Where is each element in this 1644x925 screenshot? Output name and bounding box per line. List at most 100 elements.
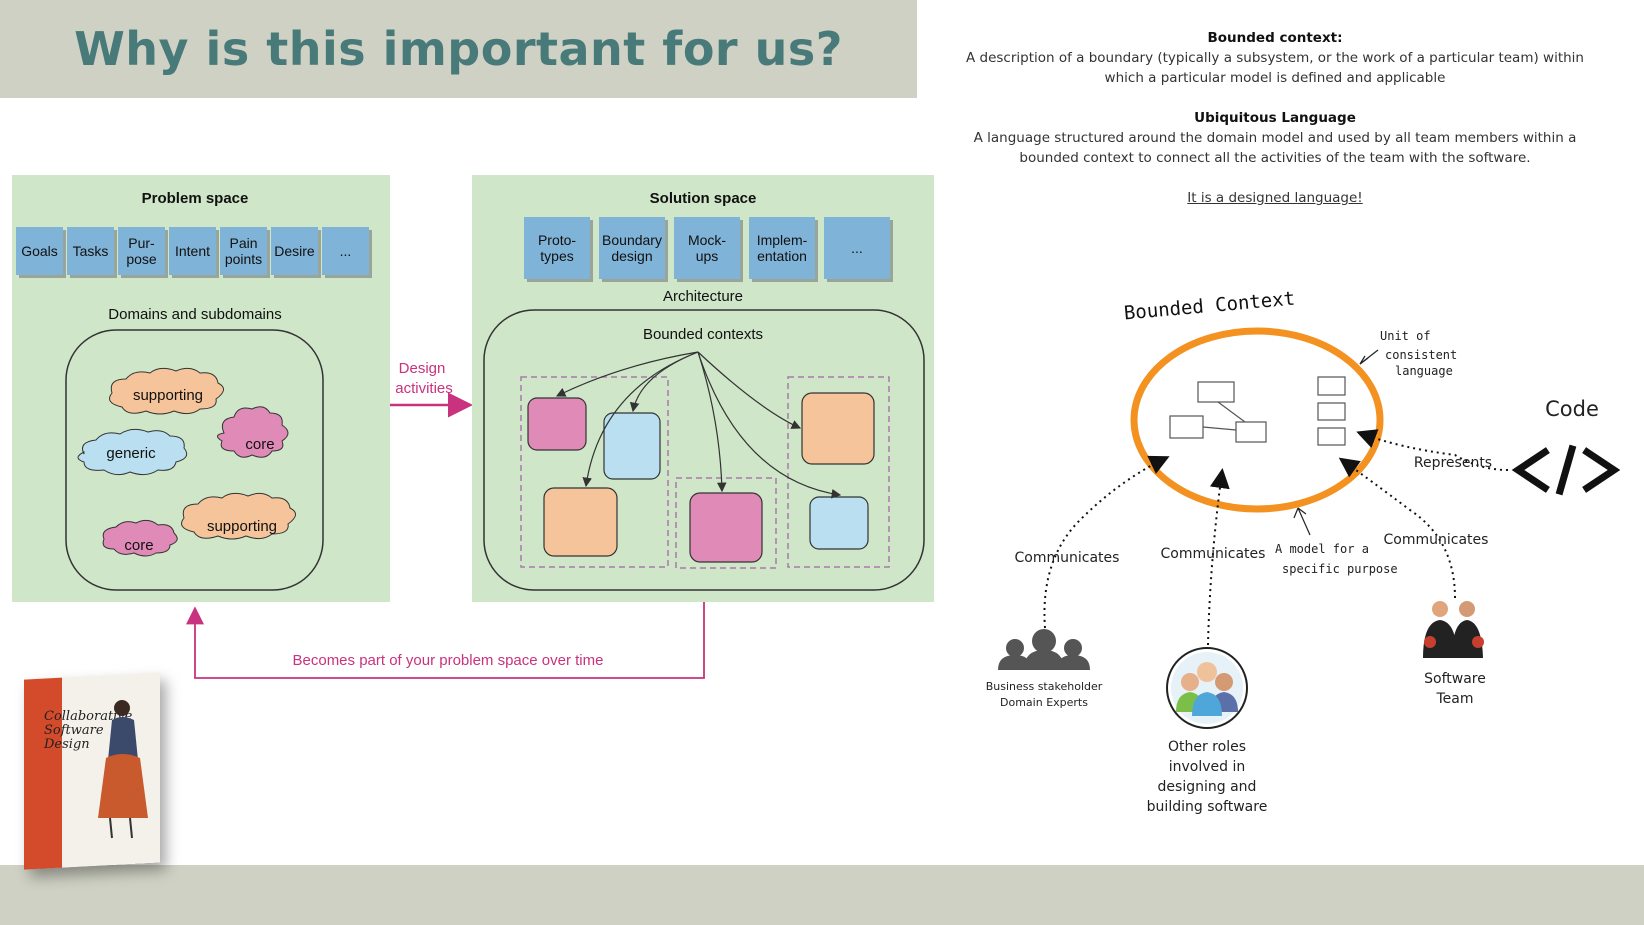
- definitions: Bounded context: A description of a boun…: [960, 28, 1590, 208]
- business-label-1: Business stakeholder: [986, 680, 1103, 693]
- design-activities-label-2: activities: [395, 380, 453, 397]
- architecture-label: Architecture: [663, 288, 743, 305]
- sticky-note-label: Mock-: [688, 232, 726, 248]
- sticky-note-label: Goals: [21, 243, 58, 259]
- context-box: [801, 392, 875, 465]
- code-icon: [1511, 444, 1621, 496]
- design-activities-arrow: Design activities: [390, 360, 473, 418]
- cloud-generic: generic: [77, 428, 188, 476]
- context-box: [543, 487, 618, 557]
- svg-text:involved in: involved in: [1169, 759, 1246, 775]
- svg-text:building software: building software: [1147, 799, 1268, 815]
- ubiquitous-language-definition-line-1: A language structured around the domain …: [973, 130, 1577, 146]
- cloud-label: core: [245, 436, 274, 453]
- bounded-context-definition-line-2: which a particular model is defined and …: [1104, 70, 1446, 86]
- bounded-context-definition-line-1: A description of a boundary (typically a…: [965, 50, 1584, 66]
- design-activities-label-1: Design: [399, 360, 446, 377]
- sticky-note-label: Pain: [229, 235, 257, 251]
- cloud-label: core: [124, 537, 153, 554]
- sticky-note-label: Boundary: [602, 232, 662, 248]
- sticky-note-label: Intent: [175, 243, 210, 259]
- sticky-note-label: Proto-: [538, 232, 576, 248]
- context-boundary-1: [520, 376, 669, 568]
- software-team-label-1: Software: [1424, 671, 1486, 687]
- book-illustration: [98, 700, 148, 839]
- sticky-note-label: points: [225, 251, 262, 267]
- sticky-note-label: Tasks: [73, 243, 109, 259]
- other-roles-label: Other roles involved in designing and bu…: [1147, 739, 1268, 815]
- represents-label: Represents: [1414, 455, 1492, 471]
- feedback-arrow: Becomes part of your problem space over …: [186, 602, 705, 679]
- designed-language-note: It is a designed language!: [1187, 190, 1363, 206]
- sticky-note: Mock-ups: [674, 217, 743, 282]
- svg-text:language: language: [1395, 364, 1453, 378]
- sticky-note-label: types: [540, 248, 573, 264]
- title-bar: [0, 0, 917, 98]
- sticky-note-label: Pur-: [128, 235, 155, 251]
- software-team-label-2: Team: [1435, 691, 1473, 707]
- svg-text:A model for a: A model for a: [1275, 542, 1369, 556]
- page-title: Why is this important for us?: [74, 22, 843, 76]
- solution-space-title: Solution space: [650, 190, 757, 207]
- business-label-2: Domain Experts: [1000, 696, 1088, 709]
- solution-space-panel: Solution space Proto-typesBoundarydesign…: [472, 175, 934, 602]
- sticky-note-label: Desire: [274, 243, 315, 259]
- context-box: [603, 412, 661, 480]
- sticky-note: Intent: [169, 227, 219, 278]
- feedback-label: Becomes part of your problem space over …: [293, 652, 604, 669]
- book-title: Collaborative Software Design: [44, 709, 133, 752]
- unit-note: Unit of consistent language: [1380, 329, 1457, 378]
- context-box: [689, 492, 763, 563]
- sticky-note: ...: [824, 217, 893, 282]
- sticky-note: ...: [322, 227, 372, 278]
- svg-text:specific purpose: specific purpose: [1282, 562, 1398, 576]
- sticky-note: Desire: [271, 227, 321, 278]
- bounded-context-ring: [1130, 327, 1384, 513]
- cloud-supporting-1: supporting: [109, 367, 224, 415]
- sticky-note-label: ...: [340, 243, 352, 259]
- sticky-note: Proto-types: [524, 217, 593, 282]
- sticky-note-label: ups: [696, 248, 719, 264]
- context-box: [809, 496, 869, 550]
- bounded-context-sketch: Bounded Context Unit of consistent langu…: [986, 288, 1621, 815]
- svg-text:Other roles: Other roles: [1168, 739, 1246, 755]
- communicates-left-label: Communicates: [1015, 550, 1120, 566]
- sticky-note: Implem-entation: [749, 217, 818, 282]
- bounded-contexts-label: Bounded contexts: [643, 326, 763, 343]
- context-links: [555, 351, 842, 499]
- svg-text:designing and: designing and: [1158, 779, 1257, 795]
- cloud-label: generic: [106, 445, 156, 462]
- footer-bar: [0, 865, 1644, 925]
- cloud-supporting-2: supporting: [181, 492, 296, 540]
- software-team-icon: [1423, 601, 1484, 658]
- ubiquitous-language-definition-line-2: bounded context to connect all the activ…: [1019, 150, 1531, 166]
- cloud-core-2: core: [102, 519, 178, 557]
- sticky-note: Goals: [16, 227, 66, 278]
- domains-label: Domains and subdomains: [108, 306, 281, 323]
- business-stakeholders-icon: [998, 629, 1090, 670]
- cloud-label: supporting: [207, 518, 277, 535]
- sticky-note-label: entation: [757, 248, 807, 264]
- communicates-mid-label: Communicates: [1161, 546, 1266, 562]
- sticky-note-label: Implem-: [757, 232, 808, 248]
- sticky-note-label: design: [611, 248, 652, 264]
- svg-text:Unit of: Unit of: [1380, 329, 1431, 343]
- other-roles-icon: [1166, 647, 1248, 729]
- book-cover-image: Collaborative Software Design: [24, 672, 160, 870]
- bounded-context-heading: Bounded context:: [1207, 30, 1343, 46]
- svg-text:consistent: consistent: [1385, 348, 1457, 362]
- solution-space-notes: Proto-typesBoundarydesignMock-upsImplem-…: [524, 217, 893, 282]
- communicates-right-label: Communicates: [1384, 532, 1489, 548]
- context-boundary-3: [787, 376, 890, 568]
- inner-model-sketch: [1169, 376, 1346, 446]
- sketch-title: Bounded Context: [1123, 288, 1296, 325]
- model-note: A model for a specific purpose: [1275, 542, 1398, 576]
- cloud-label: supporting: [133, 387, 203, 404]
- ubiquitous-language-heading: Ubiquitous Language: [1194, 110, 1356, 126]
- sticky-note-label: pose: [126, 251, 157, 267]
- context-boundary-2: [675, 477, 777, 569]
- sticky-note-label: ...: [851, 240, 863, 256]
- problem-space-title: Problem space: [142, 190, 249, 207]
